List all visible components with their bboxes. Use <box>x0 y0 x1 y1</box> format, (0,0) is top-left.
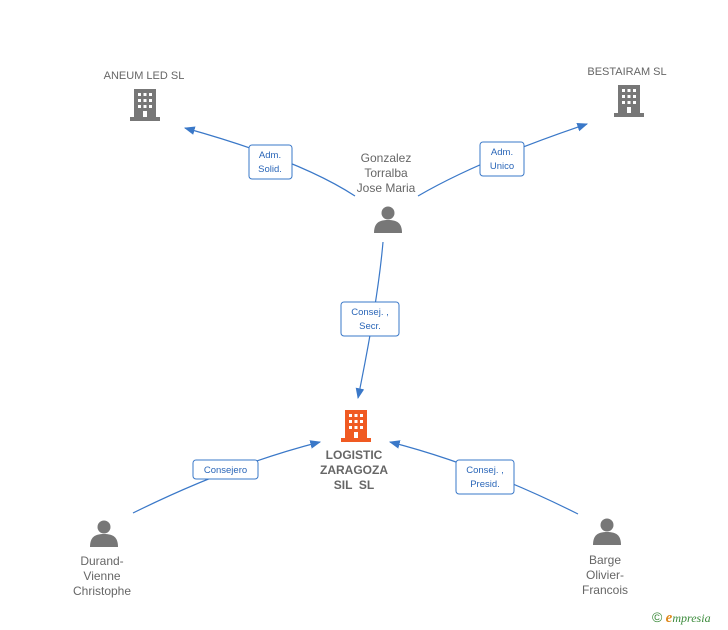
durand-label-line1: Durand- <box>80 554 123 568</box>
gonzalez-label-line3: Jose Maria <box>357 181 416 195</box>
barge-label-line3: Francois <box>582 583 628 597</box>
logistic-label-line1: LOGISTIC <box>326 448 383 462</box>
aneum-led-label: ANEUM LED SL <box>104 70 185 82</box>
copyright-symbol: © <box>652 609 663 625</box>
person-icon <box>90 520 118 547</box>
gonzalez-label-line2: Torralba <box>364 166 408 180</box>
footer-brand: © empresia <box>652 609 711 627</box>
barge-label-line2: Olivier- <box>586 568 624 582</box>
node-bestairam[interactable]: BESTAIRAM SL <box>587 66 667 117</box>
node-barge-olivier[interactable]: Barge Olivier- Francois <box>582 518 628 598</box>
role-consej-presid[interactable]: Consej. , Presid. <box>455 459 515 495</box>
bestairam-label: BESTAIRAM SL <box>587 66 666 78</box>
role-consej-secr[interactable]: Consej. , Secr. <box>340 301 400 337</box>
logistic-label-line3: SIL SL <box>334 478 374 492</box>
person-icon <box>593 518 621 545</box>
gonzalez-label-line1: Gonzalez <box>361 151 412 165</box>
role-adm-solid[interactable]: Adm. Solid. <box>248 144 293 180</box>
role-consejero-line1: Consejero <box>204 465 247 476</box>
role-adm-unico[interactable]: Adm. Unico <box>479 141 525 177</box>
node-logistic-zaragoza[interactable]: LOGISTIC ZARAGOZA SIL SL <box>320 410 388 492</box>
barge-label-line1: Barge <box>589 553 621 567</box>
role-consej-secr-line2: Secr. <box>359 321 381 332</box>
building-icon <box>614 85 644 117</box>
empresia-logo[interactable]: empresia <box>665 610 711 626</box>
node-durand-vienne[interactable]: Durand- Vienne Christophe <box>73 520 131 599</box>
durand-label-line2: Vienne <box>83 569 120 583</box>
role-adm-unico-line1: Adm. <box>491 147 513 158</box>
role-adm-unico-line2: Unico <box>490 161 514 172</box>
role-consej-presid-line1: Consej. , <box>466 465 504 476</box>
node-gonzalez-torralba[interactable]: Gonzalez Torralba Jose Maria <box>357 151 416 233</box>
brand-rest: mpresia <box>672 611 711 625</box>
person-icon <box>374 206 402 233</box>
logistic-label-line2: ZARAGOZA <box>320 463 388 477</box>
node-aneum-led[interactable]: ANEUM LED SL <box>104 70 185 121</box>
role-adm-solid-line1: Adm. <box>259 150 281 161</box>
brand-initial: e <box>665 610 673 626</box>
role-consej-secr-line1: Consej. , <box>351 307 389 318</box>
role-consejero[interactable]: Consejero <box>192 459 259 480</box>
role-consej-presid-line2: Presid. <box>470 479 500 490</box>
building-icon <box>130 89 160 121</box>
role-adm-solid-line2: Solid. <box>258 164 282 175</box>
building-icon <box>341 410 371 442</box>
durand-label-line3: Christophe <box>73 584 131 598</box>
